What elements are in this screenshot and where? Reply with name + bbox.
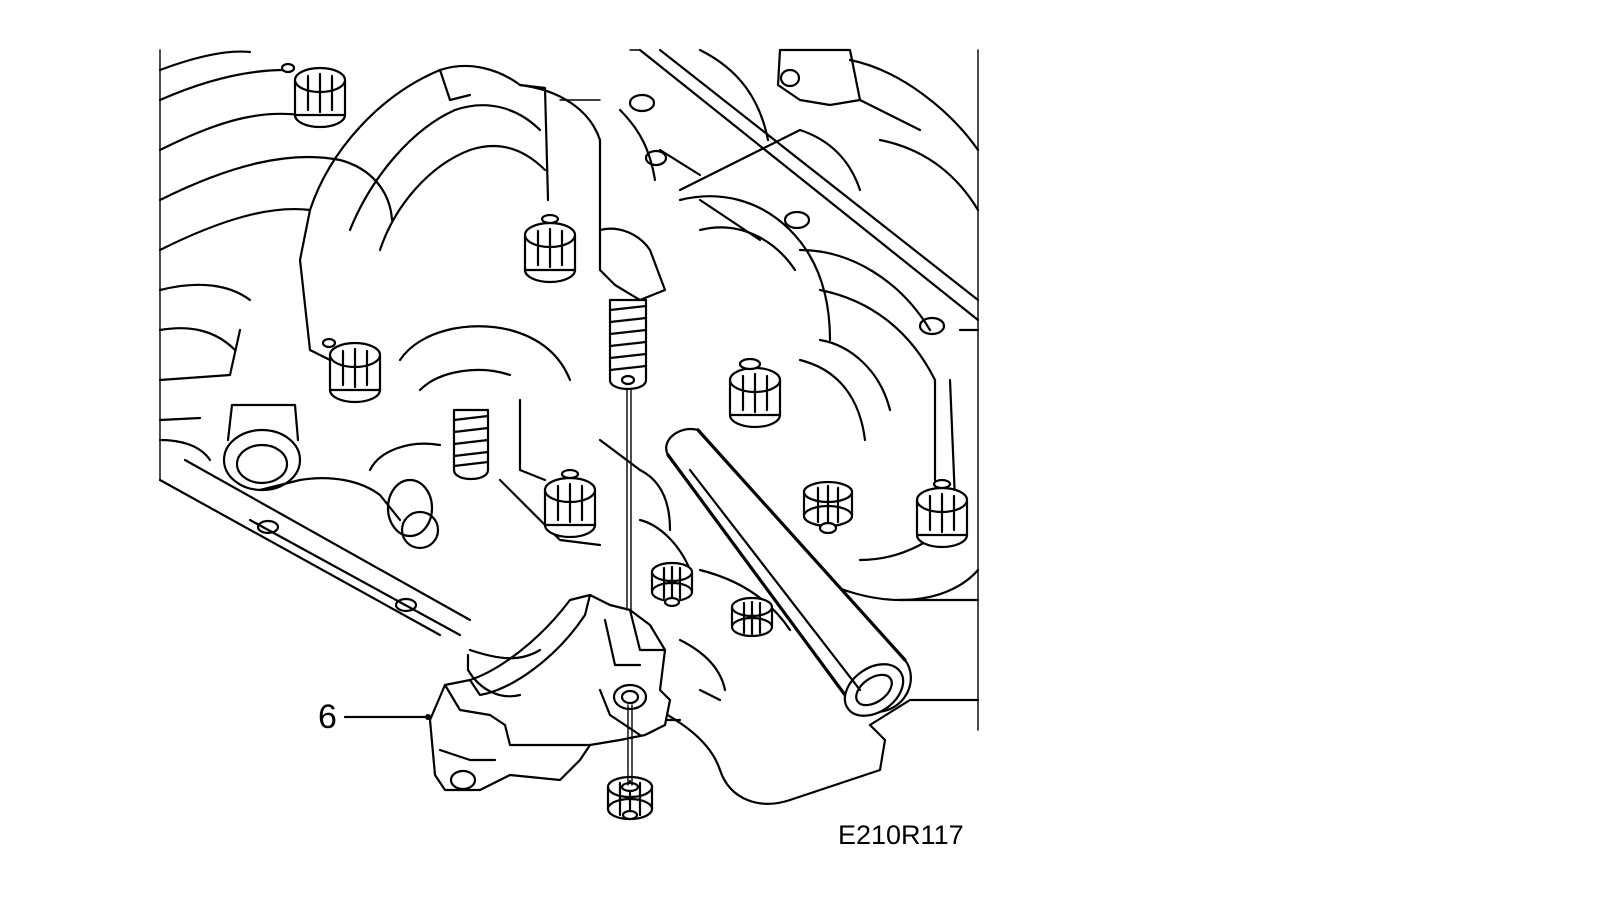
nut-icon <box>802 480 854 535</box>
bolt-icon <box>523 213 577 284</box>
bolt-icon <box>280 62 969 549</box>
bolt-icon <box>915 478 969 549</box>
engine-block-icon <box>158 48 980 805</box>
callout-leader <box>343 714 431 720</box>
bolt-icon <box>280 62 347 129</box>
bolt-icon <box>543 468 597 539</box>
callout-number-6: 6 <box>318 698 337 736</box>
figure-reference-code: E210R117 <box>838 820 964 850</box>
nut-icon <box>730 596 774 638</box>
stud-icon <box>608 298 648 391</box>
bolt-icon <box>728 357 782 429</box>
stud-icon <box>452 227 667 481</box>
nut-icon <box>606 775 654 821</box>
flange-holes <box>222 68 946 613</box>
bearing-cap-icon <box>428 593 672 792</box>
tube-icon <box>665 427 912 717</box>
assembly-lines <box>626 389 633 786</box>
nut-icon <box>606 480 854 821</box>
bolt-icon <box>321 337 382 404</box>
stud-icon <box>452 408 490 481</box>
nut-icon <box>650 561 694 608</box>
